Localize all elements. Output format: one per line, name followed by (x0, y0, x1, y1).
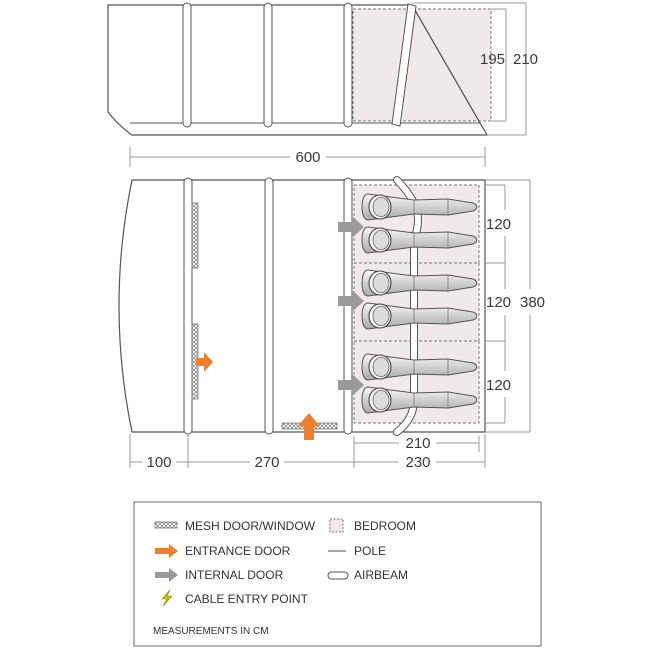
total-width-label: 380 (520, 294, 545, 311)
legend-airbeam-label: AIRBEAM (354, 568, 408, 582)
internal-door-arrow-1 (338, 216, 364, 238)
bedroom-icon (329, 518, 344, 533)
plan-airbeams (183, 177, 353, 435)
plan-outline (118, 179, 486, 433)
legend-entrance-label: ENTRANCE DOOR (185, 544, 291, 558)
plan-bedroom-dims (486, 179, 531, 433)
total-length-label: 600 (295, 149, 320, 166)
side-view-outline (107, 4, 489, 136)
side-view: 195 210 (107, 2, 538, 136)
airbeam-icon (327, 571, 349, 580)
side-view-height-dims (412, 2, 527, 136)
legend: MESH DOOR/WINDOW ENTRANCE DOOR INTERNAL … (133, 501, 542, 647)
section-label-100: 100 (146, 454, 171, 471)
mesh-window-upper (191, 202, 199, 269)
internal-door-arrows (338, 216, 364, 396)
legend-note: MEASUREMENTS IN CM (153, 626, 269, 637)
section-label-230: 230 (405, 454, 430, 471)
internal-door-arrow-3 (338, 374, 364, 396)
entrance-arrow-icon (155, 544, 178, 558)
legend-mesh-label: MESH DOOR/WINDOW (185, 519, 316, 533)
legend-cable-label: CABLE ENTRY POINT (185, 592, 309, 606)
legend-pole-label: POLE (354, 544, 386, 558)
entrance-door-arrows (196, 352, 320, 440)
side-view-bedroom-shade (352, 8, 492, 122)
bedroom-depth-label: 210 (405, 435, 430, 452)
side-view-canopy-line (411, 4, 481, 124)
mesh-icon (154, 521, 178, 529)
internal-door-arrow-2 (338, 290, 364, 312)
section-label-270: 270 (254, 454, 279, 471)
internal-arrow-icon (155, 568, 178, 582)
plan-view: 120 120 120 380 210 100 270 230 (118, 176, 545, 471)
entrance-door-arrow-front (298, 413, 320, 440)
legend-internal-label: INTERNAL DOOR (185, 568, 284, 582)
height-inner-label: 195 (480, 51, 505, 68)
plan-bottom-dims (129, 434, 486, 468)
bedroom-width-label-1: 120 (486, 216, 511, 233)
total-length-dimension (129, 147, 486, 167)
bedroom-width-label-3: 120 (486, 377, 511, 394)
bedroom-width-label-2: 120 (486, 294, 511, 311)
height-outer-label: 210 (513, 51, 538, 68)
side-view-airbeams (182, 2, 417, 128)
legend-bedroom-label: BEDROOM (354, 519, 416, 533)
entrance-door-arrow-side (196, 352, 213, 372)
lightning-icon (161, 589, 173, 607)
